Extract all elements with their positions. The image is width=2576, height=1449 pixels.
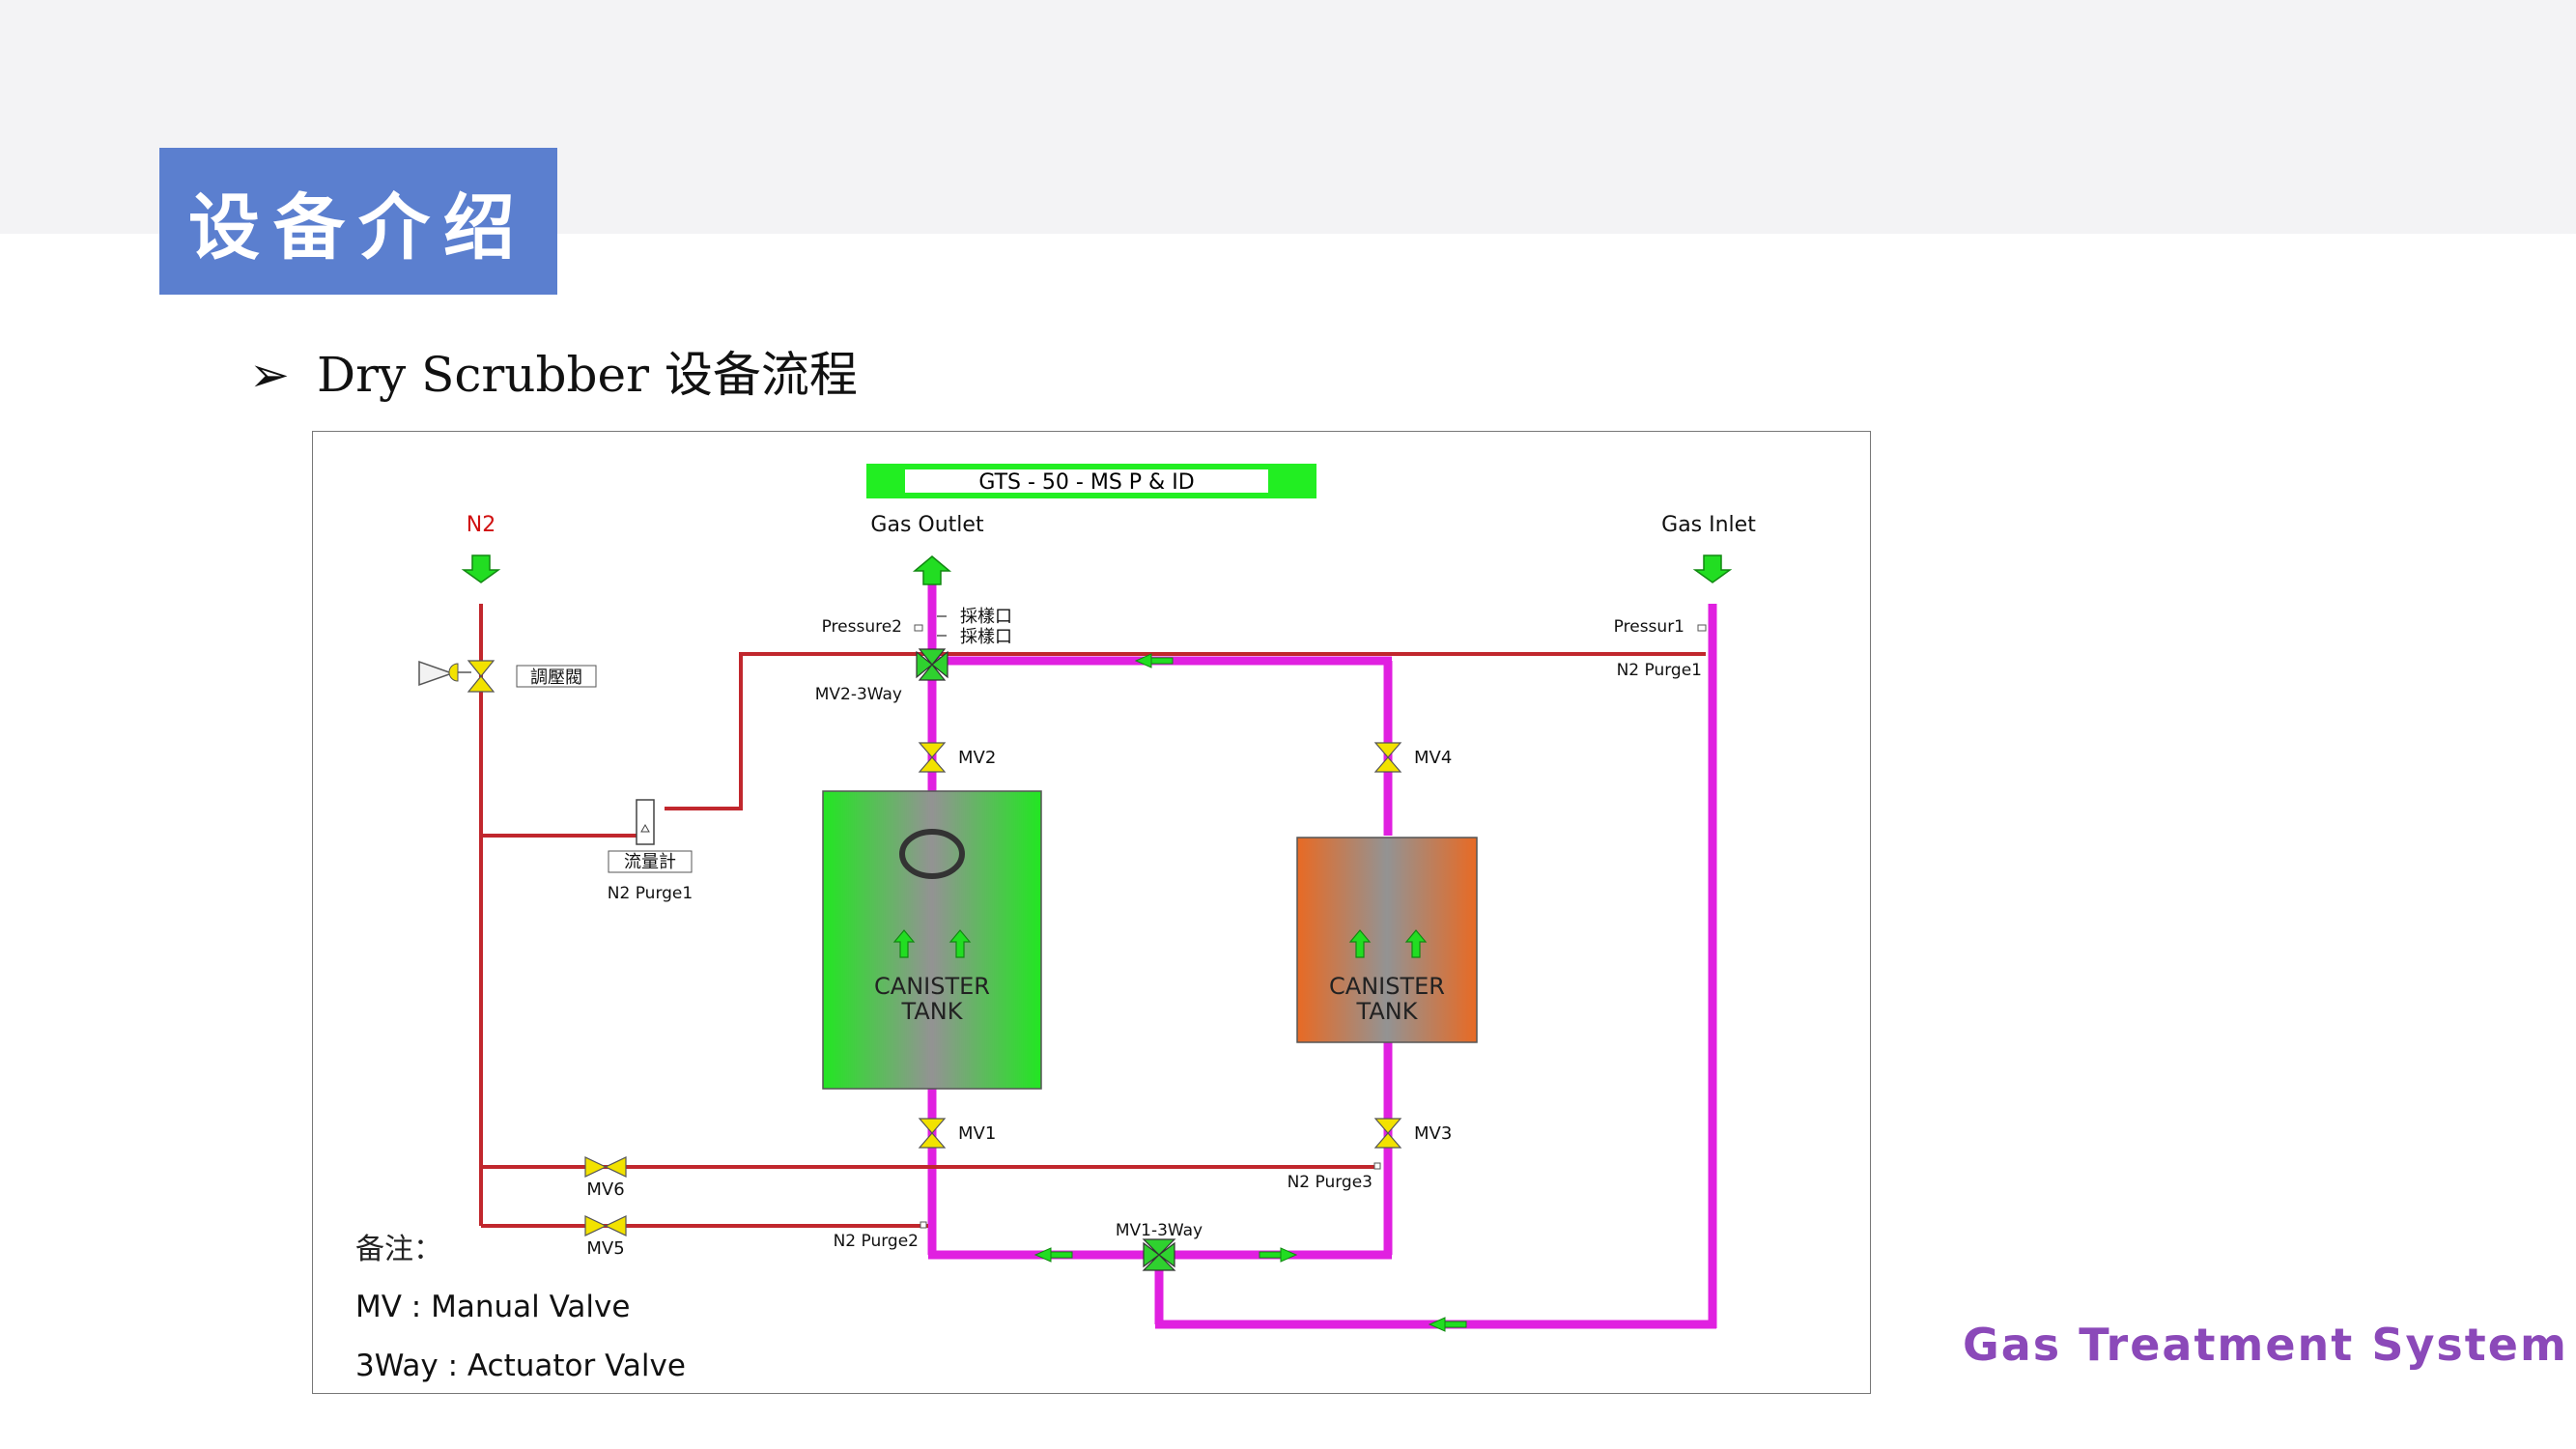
- mv6-valve-icon[interactable]: [584, 1156, 627, 1178]
- mv1-3way-label: MV1-3Way: [1116, 1221, 1203, 1240]
- footer-brand: Gas Treatment System: [1963, 1319, 2568, 1371]
- n2-lines: [479, 604, 1706, 1228]
- pressure2-label: Pressure2: [822, 617, 902, 637]
- sampling-port-label: 採樣口: [960, 627, 1012, 647]
- page-title: 设备介绍: [159, 148, 557, 295]
- pressure-regulator: 調壓閥: [418, 660, 597, 693]
- mv4-label: MV4: [1414, 748, 1452, 768]
- n2-port-label: N2: [467, 513, 495, 537]
- flow-left-arrow-icon: [1428, 1317, 1467, 1332]
- mv5-valve-icon[interactable]: [584, 1215, 627, 1236]
- tank-top-port-icon: [899, 829, 965, 879]
- pid-diagram: GTS - 50 - MS P & ID N2 Gas Outlet Gas I…: [312, 431, 1871, 1394]
- subtitle-text: Dry Scrubber 设备流程: [317, 347, 858, 403]
- flowmeter-label: 流量計: [624, 852, 676, 872]
- mv1-3way-valve[interactable]: [1142, 1238, 1176, 1271]
- purge3-port-icon: [1373, 1162, 1381, 1170]
- gas-outlet-up-arrow-icon: [912, 555, 952, 585]
- regulator-valve-icon: [467, 660, 495, 693]
- flow-right-arrow-icon: [1259, 1247, 1298, 1263]
- pressure1-label: Pressur1: [1614, 617, 1684, 637]
- tank-flow-up-arrow-icon: [1404, 929, 1428, 958]
- mv3-label: MV3: [1414, 1123, 1452, 1144]
- flow-left-arrow-icon: [1033, 1247, 1073, 1263]
- bullet-arrow-icon: ➢: [249, 347, 290, 403]
- mv6-label: MV6: [586, 1179, 624, 1200]
- canister-tank-1: CANISTER TANK: [822, 790, 1042, 1090]
- n2-purge2-label: N2 Purge2: [834, 1232, 919, 1251]
- n2-purge1-label-right: N2 Purge1: [1617, 661, 1702, 680]
- regulator-label: 調壓閥: [530, 668, 582, 688]
- notes-3way: 3Way : Actuator Valve: [355, 1349, 686, 1383]
- flowmeter-icon: [636, 799, 655, 845]
- gas-outlet-label: Gas Outlet: [870, 513, 984, 537]
- flowmeter: 流量計 N2 Purge1: [608, 799, 693, 903]
- regulator-actuator-icon: [418, 660, 455, 687]
- tank-flow-up-arrow-icon: [892, 929, 916, 958]
- mv4-valve-icon[interactable]: [1373, 742, 1402, 773]
- mv5-label: MV5: [586, 1238, 624, 1259]
- canister-tank-2: CANISTER TANK: [1296, 837, 1478, 1043]
- tank-1-label-line2: TANK: [901, 998, 964, 1025]
- tank-flow-up-arrow-icon: [948, 929, 972, 958]
- sampling-port-label: 採樣口: [960, 607, 1012, 627]
- mv2-3way-valve[interactable]: [916, 648, 948, 681]
- tank-1-label-line1: CANISTER: [874, 973, 990, 1000]
- three-way-valve-icon: [916, 648, 948, 681]
- n2-purge3-label: N2 Purge3: [1288, 1173, 1373, 1192]
- mv1-valve-icon[interactable]: [918, 1118, 947, 1149]
- n2-purge1-label-left: N2 Purge1: [608, 884, 693, 903]
- n2-down-arrow-icon: [461, 554, 501, 583]
- tank-2-label-line1: CANISTER: [1329, 973, 1445, 1000]
- diagram-title-banner: GTS - 50 - MS P & ID: [866, 464, 1316, 498]
- three-way-valve-icon: [1142, 1238, 1176, 1271]
- section-subtitle: ➢ Dry Scrubber 设备流程: [249, 336, 858, 406]
- gas-inlet-down-arrow-icon: [1692, 554, 1733, 583]
- n2-purge1-line: [665, 652, 1706, 810]
- tank-2-label-line2: TANK: [1356, 998, 1419, 1025]
- notes-mv: MV : Manual Valve: [355, 1290, 630, 1324]
- notes-heading: 备注：: [355, 1233, 442, 1266]
- flow-left-arrow-icon: [1134, 653, 1174, 668]
- diagram-title: GTS - 50 - MS P & ID: [978, 470, 1194, 495]
- tank-flow-up-arrow-icon: [1348, 929, 1372, 958]
- pressure2-gauge-icon: [914, 624, 923, 632]
- mv2-valve-icon[interactable]: [918, 742, 947, 773]
- mv2-label: MV2: [958, 748, 996, 768]
- mv2-3way-label: MV2-3Way: [815, 685, 902, 704]
- mv3-valve-icon[interactable]: [1373, 1118, 1402, 1149]
- mv1-label: MV1: [958, 1123, 996, 1144]
- pressure1-gauge-icon: [1697, 624, 1707, 632]
- gas-inlet-label: Gas Inlet: [1661, 513, 1756, 537]
- purge2-port-icon: [920, 1221, 927, 1229]
